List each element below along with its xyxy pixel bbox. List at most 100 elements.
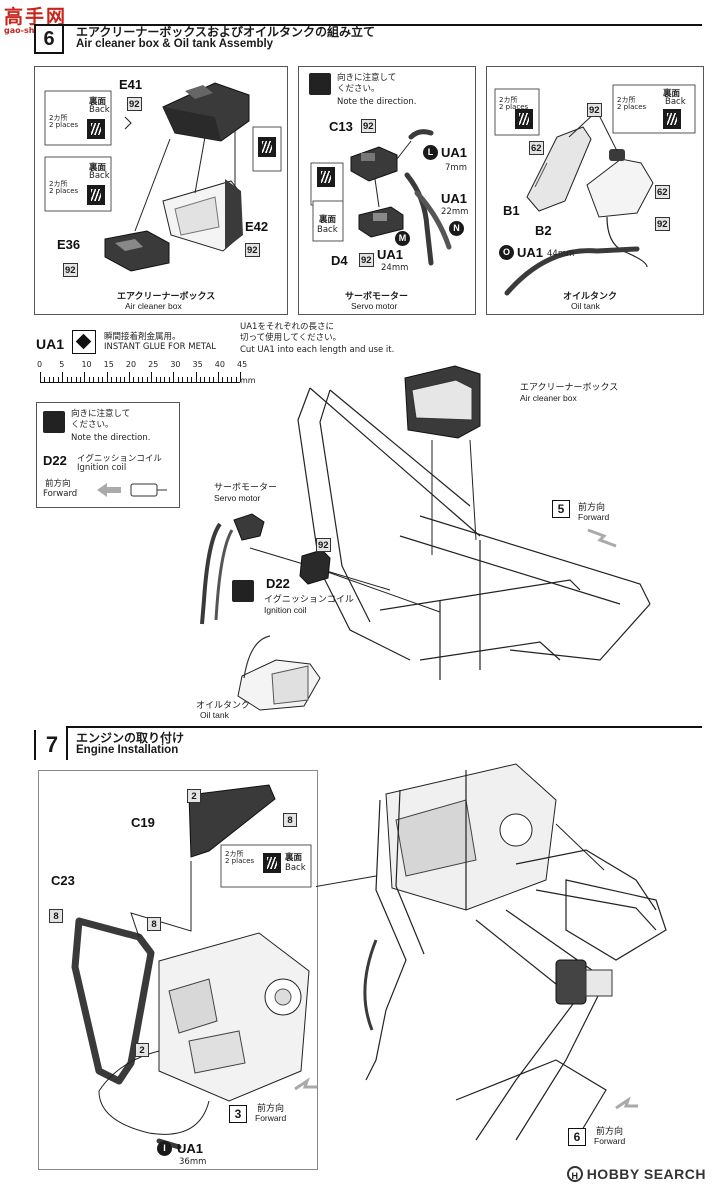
ruler-tick [217,372,219,382]
paint-code-2-c19: 2 [187,789,201,803]
ruler-tick [80,377,81,382]
servo-reverse-jp: 裏面 [319,215,337,225]
tube-l-shape [408,129,434,140]
oil-tank-shape [237,635,321,711]
b1-part-shape [526,126,592,212]
engine-forward-jp: 前方向 [257,1104,285,1114]
servo-shape [200,513,265,625]
ruler-tick [164,377,166,382]
e41-part-shape [162,82,250,142]
part-label-d4: D4 [331,253,348,268]
ruler-tick [62,372,64,382]
step7-title-rule [66,726,702,728]
ruler-tick [231,377,233,382]
main-oil-en: Oil tank [200,710,229,720]
paint-code-92-e42: 92 [245,243,260,257]
ruler-tick [191,377,193,382]
tube-length-l: 7mm [445,163,467,173]
step7-title-divider [66,726,68,760]
step7-frame-drawing [316,763,667,1141]
forward-label-en: Forward [43,489,78,499]
ruler-tick [44,377,46,382]
glue-name: UA1 [36,336,65,352]
oil-reverse-en: Back [665,97,686,107]
part-label-c19: C19 [131,815,155,830]
paint-code-92-oil: 92 [587,103,602,117]
air-cleaner-caption-jp: エアクリーナーボックス [117,292,216,302]
tube-length-o: 44mm [547,249,575,259]
reverse-side-icon-oil-2 [663,109,681,129]
paint-code-92: 92 [127,97,142,111]
ruler-label: 20 [125,360,137,369]
tube-length-m: 24mm [381,263,409,273]
note-direction-icon-2 [43,411,65,433]
places-label-jp-2: 2カ所 [49,180,68,188]
ruler-label: 35 [192,360,203,369]
hobby-search-text: HOBBY SEARCH [586,1166,706,1182]
ruler-tick [235,377,237,382]
servo-note-jp: 向きに注意して ください。 [337,73,397,94]
glue-label-en: INSTANT GLUE FOR METAL [104,342,217,352]
servo-caption-en: Servo motor [351,301,398,311]
ruler-tick [160,377,161,382]
tube-n-shape [404,172,434,266]
ruler-tick [173,372,175,382]
step6-title-rule [62,24,702,26]
paint-code-92-oil-2: 92 [655,217,670,231]
oil-tank-panel: 2カ所 2 places 92 2カ所 2 places 裏面 Back 62 … [486,66,704,315]
e42-part-shape [162,179,243,252]
ruler-ticks [40,372,241,382]
engine-in-frame-shape [385,763,557,911]
ruler-tick [200,377,201,382]
ruler-tick [53,377,55,382]
ruler-tick [142,377,144,382]
glue-label-jp: 瞬間接着剤金属用。 [104,332,181,342]
part-label-c13: C13 [329,119,353,134]
ruler-tick [106,372,108,382]
tube-marker-o: O [499,245,514,260]
servo-motor-drawing [310,129,452,266]
tube-marker-n: N [449,221,464,236]
air-cleaner-caption-en: Air cleaner box [125,301,182,311]
ruler-tick [182,377,184,382]
reverse-side-icon-servo [317,167,335,187]
main-note-direction-icon [232,580,254,602]
ruler-tick [226,377,228,382]
main-ignition-en: Ignition coil [264,605,307,615]
hobby-search-mark-icon: H [566,1166,583,1182]
ruler-tick [93,377,95,382]
oil-caption-en: Oil tank [571,301,600,311]
ruler-label: 45 [237,360,248,369]
main-paint-code-92: 92 [316,538,331,552]
ruler-baseline [40,382,240,383]
frame7-forward-arrow-icon [615,1096,638,1110]
ruler-label: 0 [37,360,43,369]
ruler-tick [102,377,104,382]
ruler-tick [48,377,50,382]
ignition-name-en: Ignition coil [77,463,127,473]
c19-part-shape [188,784,276,858]
oil-places-jp-2: 2カ所 [617,96,636,104]
engine-places-en: 2 places [225,857,255,865]
step7-title-jp: エンジンの取り付け [76,731,185,745]
reverse-side-icon-2 [87,185,105,205]
ignition-name-jp: イグニッションコイル [77,454,162,464]
servo-reverse-en: Back [317,225,338,235]
paint-code-8-c23: 8 [49,909,63,923]
ruler-tick [97,377,99,382]
main-forward-en: Forward [578,512,610,522]
reverse-side-icon-3 [258,137,276,157]
c13-part-shape [350,146,398,182]
step6-frame-drawing [200,365,651,711]
tube-length-n: 22mm [441,207,469,217]
part-label-b1: B1 [503,203,520,218]
frame-forward-arrow-icon [587,528,617,548]
reverse-side-icon-engine [263,853,281,873]
ruler-tick [177,377,179,382]
ruler-label: 40 [214,360,225,369]
engine-reverse-jp: 裏面 [285,853,303,863]
tube-name-n: UA1 [441,191,468,206]
paint-code-92-c13: 92 [361,119,376,133]
c23-part-shape [71,917,155,1085]
